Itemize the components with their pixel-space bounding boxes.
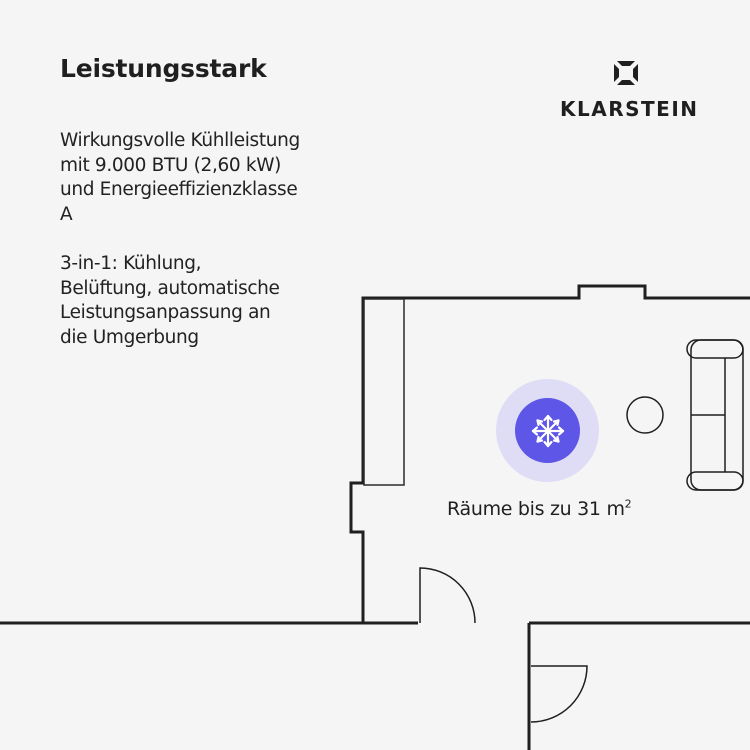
room-size-superscript: 2 [624,497,632,511]
brand-name: KLARSTEIN [560,97,699,121]
cooling-indicator [515,398,580,463]
feature-copy-line: Wirkungsvolle Kühlleistung [60,130,300,151]
feature-copy-line: A [60,203,73,225]
feature-copy-line: mit 9.000 BTU (2,60 kW) [60,154,282,176]
feature-copy-line: Leistungsanpassung an [60,302,271,323]
feature-copy-2: 3-in-1: Kühlung, Belüftung, automatische… [60,252,360,350]
feature-copy-line: 3-in-1: Kühlung, [60,253,202,274]
snowflake-icon [531,414,564,447]
feature-copy-line: die Umgerbung [60,326,199,348]
feature-copy-line: Belüftung, automatische [60,277,280,299]
feature-copy-1: Wirkungsvolle Kühlleistung mit 9.000 BTU… [60,129,360,227]
room-size-text: Räume bis zu 31 m [447,498,625,520]
brand-logo: KLARSTEIN [560,58,699,121]
room-size-caption: Räume bis zu 31 m2 [447,497,632,520]
headline: Leistungsstark [60,54,267,83]
feature-copy-line: und Energieeffizienzklasse [60,179,298,200]
klarstein-logo-icon [614,61,638,85]
